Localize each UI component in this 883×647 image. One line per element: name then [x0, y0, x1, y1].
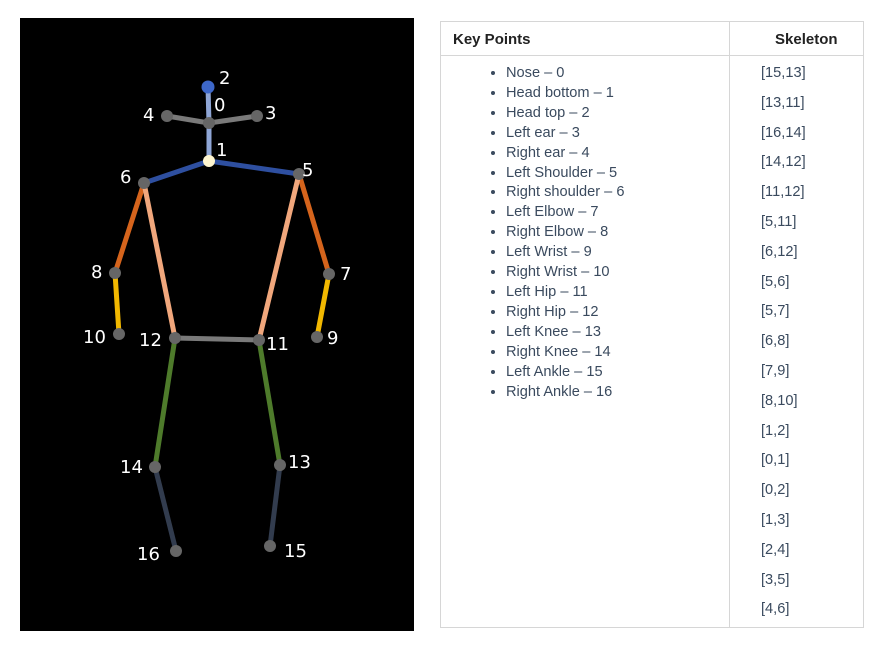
- joint-1: [203, 155, 215, 167]
- skeleton-pair: [14,12]: [761, 154, 806, 171]
- skeleton-pair: [13,11]: [761, 94, 805, 111]
- skeleton-pair: [6,8]: [761, 333, 790, 350]
- bone-5-11: [256, 171, 302, 343]
- skeleton-pair: [15,13]: [761, 65, 806, 81]
- skeleton-header: Skeleton: [775, 31, 838, 48]
- bone-0-3: [206, 113, 260, 126]
- skeleton-pair: [2,4]: [761, 541, 790, 558]
- column-divider: [729, 22, 730, 627]
- point-label-2: 2: [219, 68, 230, 89]
- skeleton-pair: [5,11]: [761, 213, 797, 230]
- point-label-15: 15: [284, 541, 307, 562]
- skeleton-pair: [4,6]: [761, 601, 790, 618]
- skeleton-pair: [3,5]: [761, 571, 790, 588]
- joint-11: [253, 334, 265, 346]
- bone-1-5: [206, 158, 302, 177]
- point-label-1: 1: [216, 140, 227, 161]
- keypoint-item: Right Wrist – 10: [506, 263, 726, 283]
- keypoints-list: Nose – 0 Head bottom – 1 Head top – 2 Le…: [484, 64, 726, 402]
- keypoint-item: Left ear – 3: [506, 124, 726, 144]
- joint-8: [109, 267, 121, 279]
- skeleton-pair: [7,9]: [761, 362, 790, 379]
- bone-14-16: [152, 464, 179, 554]
- keypoint-item: Left Elbow – 7: [506, 203, 726, 223]
- joint-15: [264, 540, 276, 552]
- skeleton-pair: [0,2]: [761, 482, 790, 499]
- bone-0-4: [164, 113, 212, 126]
- keypoint-item: Right Hip – 12: [506, 303, 726, 323]
- point-label-0: 0: [214, 95, 225, 116]
- joint-7: [323, 268, 335, 280]
- point-label-7: 7: [340, 264, 351, 285]
- keypoint-item: Right Elbow – 8: [506, 223, 726, 243]
- keypoint-item: Right shoulder – 6: [506, 183, 726, 203]
- point-label-10: 10: [83, 327, 106, 348]
- keypoint-item: Left Knee – 13: [506, 323, 726, 343]
- skeleton-pair: [5,6]: [761, 273, 790, 290]
- bone-12-14: [152, 335, 178, 470]
- skeleton-pair: [1,2]: [761, 422, 790, 439]
- joint-3: [251, 110, 263, 122]
- point-label-5: 5: [302, 160, 313, 181]
- bone-7-9: [314, 271, 332, 340]
- point-label-16: 16: [137, 544, 160, 565]
- table-header: Key Points Skeleton: [441, 22, 863, 56]
- point-label-12: 12: [139, 330, 162, 351]
- joint-16: [170, 545, 182, 557]
- joint-9: [311, 331, 323, 343]
- keypoints-skeleton-table: Key Points Skeleton Nose – 0 Head bottom…: [440, 21, 864, 628]
- skeleton-pair: [1,3]: [761, 511, 790, 528]
- bone-6-12: [141, 180, 178, 341]
- point-label-11: 11: [266, 334, 289, 355]
- keypoint-item: Head bottom – 1: [506, 84, 726, 104]
- keypoint-item: Right ear – 4: [506, 144, 726, 164]
- keypoint-item: Head top – 2: [506, 104, 726, 124]
- joint-10: [113, 328, 125, 340]
- bone-1-6: [141, 158, 212, 186]
- skeleton-pair: [16,14]: [761, 124, 806, 141]
- joint-13: [274, 459, 286, 471]
- keypoint-item: Right Knee – 14: [506, 343, 726, 363]
- keypoint-item: Nose – 0: [506, 64, 570, 84]
- point-label-13: 13: [288, 452, 311, 473]
- keypoint-item: Right Ankle – 16: [506, 383, 726, 403]
- joint-5: [293, 168, 305, 180]
- point-label-9: 9: [327, 328, 338, 349]
- skeleton-pair: [6,12]: [761, 243, 798, 260]
- bone-6-8: [112, 180, 147, 276]
- bone-11-13: [256, 337, 283, 468]
- keypoint-item: Left Hip – 11: [506, 283, 726, 303]
- keypoints-header: Key Points: [453, 31, 531, 48]
- point-label-4: 4: [143, 105, 154, 126]
- bone-11-12: [172, 335, 262, 343]
- skeleton-pair: [11,12]: [761, 184, 805, 201]
- bone-13-15: [267, 462, 283, 549]
- skeleton-pair: [0,1]: [761, 452, 790, 469]
- keypoint-item: Left Ankle – 15: [506, 363, 726, 383]
- skeleton-pair: [8,10]: [761, 392, 798, 409]
- skeleton-pair: [5,7]: [761, 303, 790, 320]
- keypoint-item: Left Wrist – 9: [506, 243, 726, 263]
- joint-12: [169, 332, 181, 344]
- bone-8-10: [112, 270, 122, 337]
- joint-2: [201, 80, 215, 94]
- skeleton-list: [15,13] [13,11] [16,14] [14,12] [11,12] …: [761, 64, 806, 630]
- joint-4: [161, 110, 173, 122]
- bone-5-7: [296, 171, 332, 277]
- keypoint-item: Left Shoulder – 5: [506, 164, 726, 184]
- joint-14: [149, 461, 161, 473]
- joint-6: [138, 177, 150, 189]
- point-label-6: 6: [120, 167, 131, 188]
- point-label-3: 3: [265, 103, 276, 124]
- point-label-14: 14: [120, 457, 143, 478]
- point-label-8: 8: [91, 262, 102, 283]
- joint-0: [203, 117, 215, 129]
